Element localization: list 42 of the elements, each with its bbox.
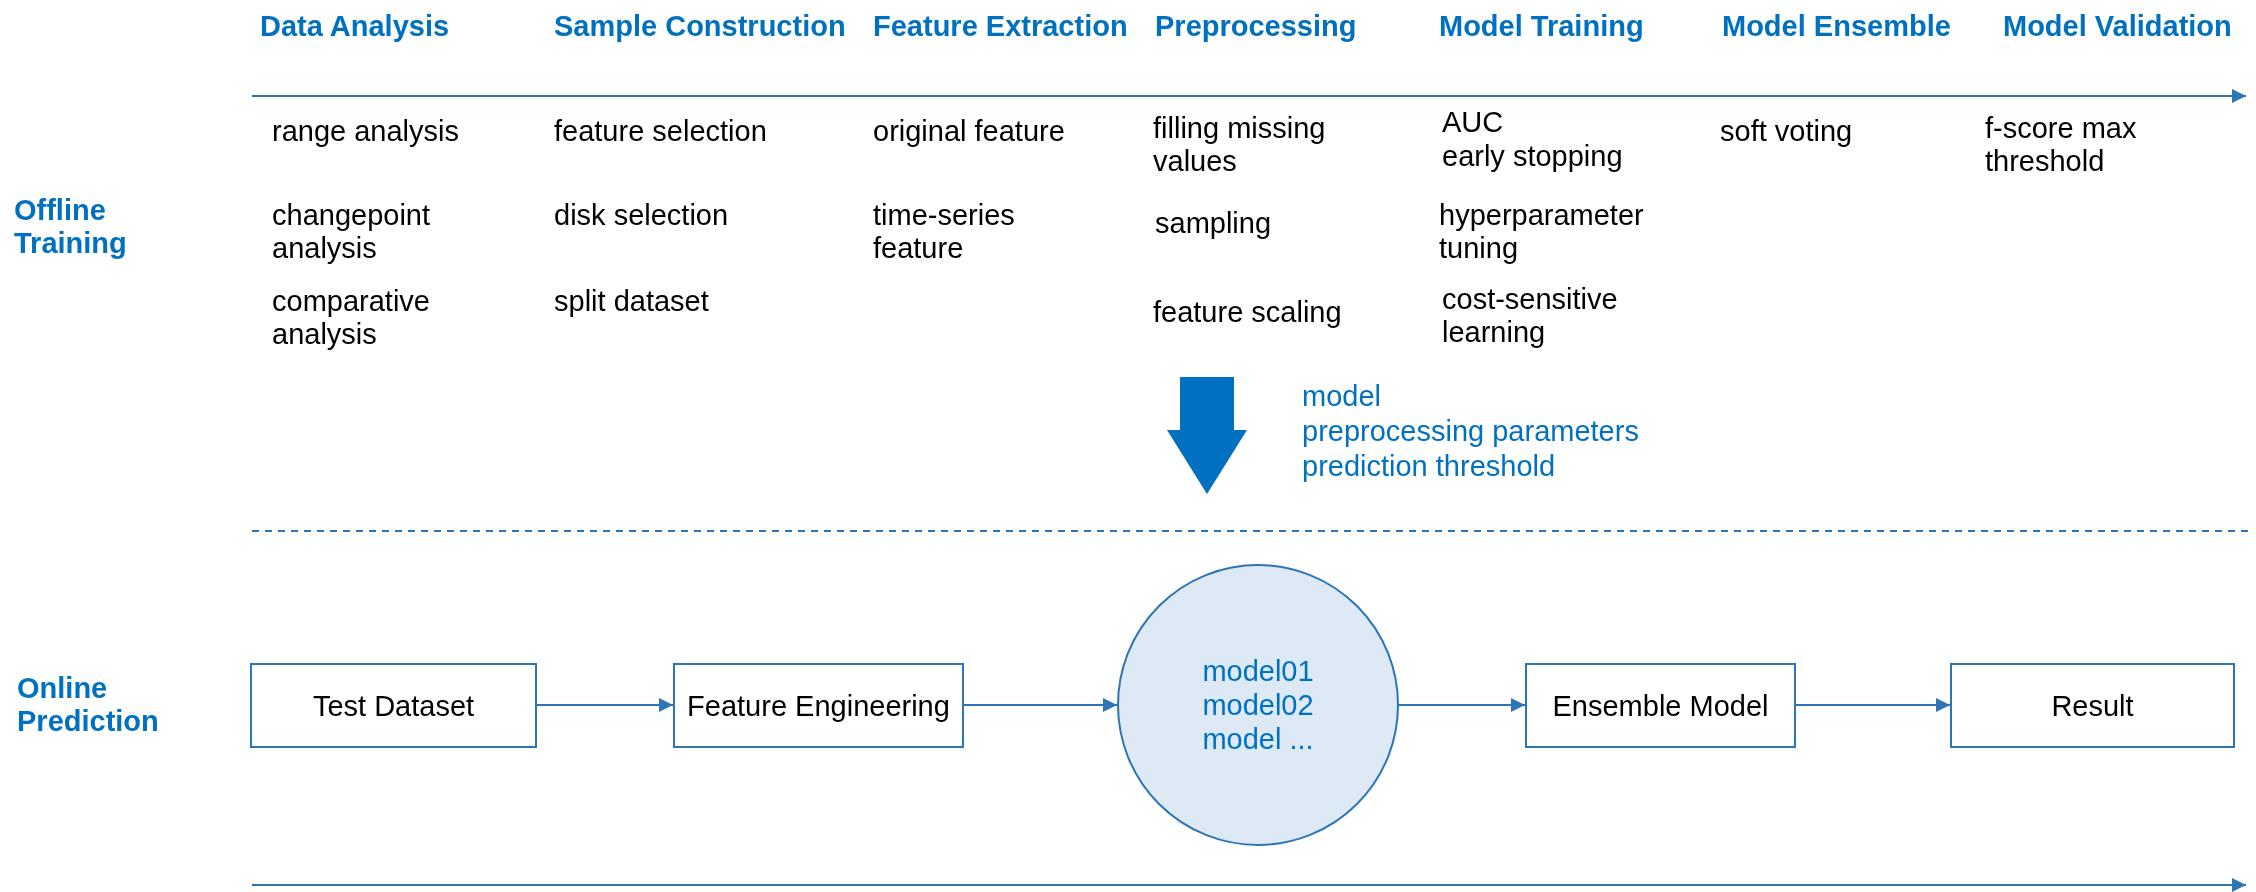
list-item: sampling [1155, 207, 1273, 240]
list-item: AUC [1442, 106, 1505, 139]
list-item: cost-sensitive learning [1442, 283, 1619, 349]
arrow [536, 698, 674, 712]
list-item: changepoint analysis [272, 199, 432, 265]
column-heading: Preprocessing [1155, 10, 1358, 43]
row-heading: Online Prediction [17, 672, 160, 738]
list-item: comparative analysis [272, 285, 431, 351]
list-item: soft voting [1720, 115, 1854, 148]
arrow [963, 698, 1118, 712]
node-label: Ensemble Model [1552, 688, 1769, 723]
process-box [1525, 663, 1796, 748]
node-label: Test Dataset [312, 688, 475, 723]
list-item: f-score max threshold [1985, 112, 2138, 178]
column-heading: Model Validation [2003, 10, 2233, 43]
process-box [673, 663, 964, 748]
list-item: filling missing values [1153, 112, 1327, 178]
output-label: preprocessing parameters [1302, 415, 1640, 448]
list-item: split dataset [554, 285, 710, 318]
output-label: model [1302, 380, 1382, 413]
column-heading: Data Analysis [260, 10, 451, 43]
list-item: original feature [873, 115, 1066, 148]
process-box [250, 663, 537, 748]
node-label: Result [2051, 688, 2134, 723]
list-item: range analysis [272, 115, 460, 148]
node-label: model01 model02 model ... [1201, 654, 1315, 756]
arrow [1795, 698, 1951, 712]
node-label: Feature Engineering [687, 688, 950, 723]
list-item: hyperparameter tuning [1439, 199, 1645, 265]
list-item: time-series feature [873, 199, 1016, 265]
column-heading: Feature Extraction [873, 10, 1129, 43]
list-item: disk selection [554, 199, 730, 232]
row-heading: Offline Training [14, 194, 128, 260]
column-heading: Model Ensemble [1722, 10, 1952, 43]
arrow [1398, 698, 1526, 712]
list-item: early stopping [1442, 140, 1624, 173]
process-box [1950, 663, 2235, 748]
list-item: feature scaling [1153, 296, 1343, 329]
column-heading: Sample Construction [554, 10, 847, 43]
output-label: prediction threshold [1302, 450, 1557, 483]
list-item: feature selection [554, 115, 768, 148]
column-heading: Model Training [1439, 10, 1645, 43]
